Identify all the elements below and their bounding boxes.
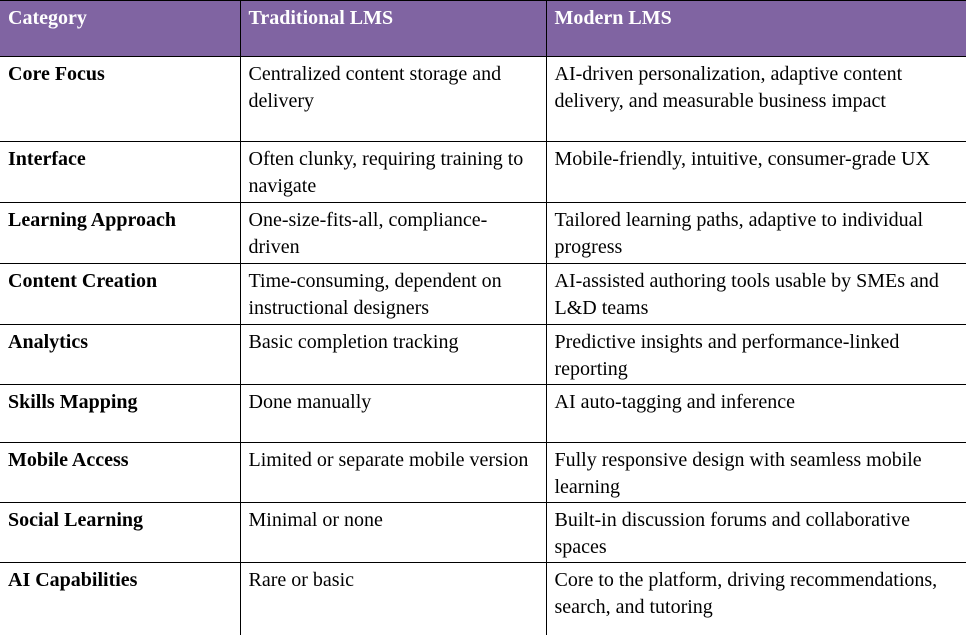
category-cell: Interface <box>0 141 241 203</box>
category-cell: AI Capabilities <box>0 562 241 635</box>
table-header: Category Traditional LMS Modern LMS <box>0 0 966 57</box>
category-cell: Content Creation <box>0 263 241 325</box>
traditional-cell: Often clunky, requiring training to navi… <box>239 141 547 203</box>
modern-cell: AI-assisted authoring tools usable by SM… <box>545 263 966 325</box>
traditional-cell: Basic completion tracking <box>239 324 547 385</box>
table-row: Content Creation Time-consuming, depende… <box>0 263 966 325</box>
header-row: Category Traditional LMS Modern LMS <box>0 0 966 57</box>
table-row: AI Capabilities Rare or basic Core to th… <box>0 562 966 635</box>
table-row: Core Focus Centralized content storage a… <box>0 56 966 142</box>
traditional-cell: One-size-fits-all, compliance-driven <box>239 202 547 264</box>
category-cell: Mobile Access <box>0 442 241 503</box>
traditional-cell: Limited or separate mobile version <box>239 442 547 503</box>
category-cell: Analytics <box>0 324 241 385</box>
modern-cell: Tailored learning paths, adaptive to ind… <box>545 202 966 264</box>
traditional-cell: Time-consuming, dependent on instruction… <box>239 263 547 325</box>
table-row: Learning Approach One-size-fits-all, com… <box>0 202 966 264</box>
modern-cell: AI auto-tagging and inference <box>545 384 966 443</box>
category-cell: Social Learning <box>0 502 241 563</box>
category-cell: Learning Approach <box>0 202 241 264</box>
table-row: Interface Often clunky, requiring traini… <box>0 141 966 203</box>
table-row: Social Learning Minimal or none Built-in… <box>0 502 966 563</box>
header-category: Category <box>0 0 241 57</box>
modern-cell: Predictive insights and performance-link… <box>545 324 966 385</box>
modern-cell: AI-driven personalization, adaptive cont… <box>545 56 966 142</box>
traditional-cell: Done manually <box>239 384 547 443</box>
table-body: Core Focus Centralized content storage a… <box>0 56 966 635</box>
table-row: Skills Mapping Done manually AI auto-tag… <box>0 384 966 443</box>
traditional-cell: Centralized content storage and delivery <box>239 56 547 142</box>
modern-cell: Mobile-friendly, intuitive, consumer-gra… <box>545 141 966 203</box>
category-cell: Core Focus <box>0 56 241 142</box>
modern-cell: Core to the platform, driving recommenda… <box>545 562 966 635</box>
modern-cell: Built-in discussion forums and collabora… <box>545 502 966 563</box>
category-cell: Skills Mapping <box>0 384 241 443</box>
table-row: Analytics Basic completion tracking Pred… <box>0 324 966 385</box>
table-row: Mobile Access Limited or separate mobile… <box>0 442 966 503</box>
traditional-cell: Minimal or none <box>239 502 547 563</box>
header-traditional-lms: Traditional LMS <box>239 0 547 57</box>
modern-cell: Fully responsive design with seamless mo… <box>545 442 966 503</box>
header-modern-lms: Modern LMS <box>545 0 966 57</box>
traditional-cell: Rare or basic <box>239 562 547 635</box>
